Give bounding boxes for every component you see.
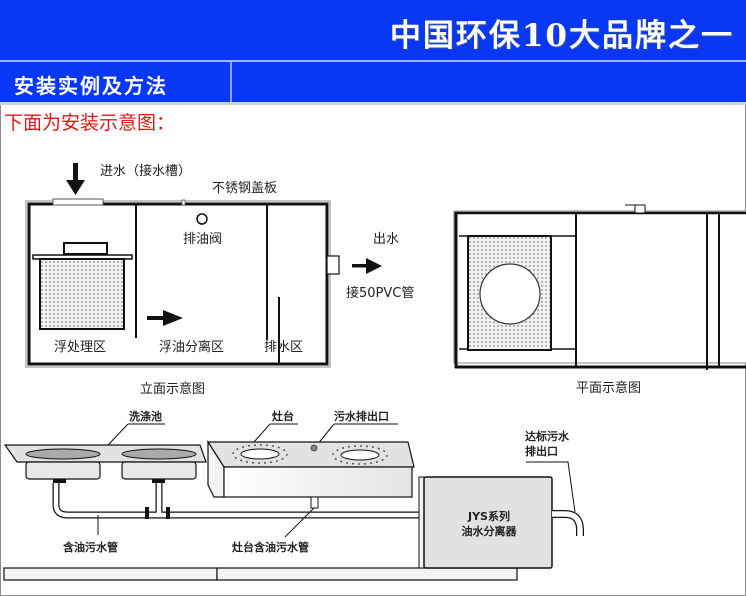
stove-side: [207, 439, 225, 498]
oil-valve-icon: [196, 213, 208, 225]
inlet-label: 进水（接水槽）: [100, 163, 191, 179]
stove-label: 灶台: [272, 409, 294, 423]
banner-title: 中国环保10大品牌之一: [389, 18, 734, 54]
section-cell: 安装实例及方法: [0, 62, 232, 102]
outlet-arrow-icon: [352, 258, 382, 274]
burner-1-icon: [232, 444, 288, 464]
sink-bowl-1: [25, 448, 101, 460]
floor-slab-left: [3, 567, 218, 581]
separator-label-2: 油水分离器: [462, 524, 518, 538]
sink-basin-2: [121, 461, 197, 480]
top-banner: 中国环保10大品牌之一: [0, 0, 746, 62]
inlet-opening: [52, 198, 104, 206]
sink-basin-1: [25, 461, 101, 480]
basket-handle: [63, 242, 108, 255]
sink-bowl-2: [121, 448, 197, 460]
discharge-label-2: 排出口: [525, 444, 558, 458]
section-title: 安装实例及方法: [14, 74, 168, 98]
outlet-nozzle: [326, 255, 340, 275]
zone-label-2: 浮油分离区: [159, 339, 224, 355]
zone-label-1: 浮处理区: [54, 340, 106, 355]
plan-basket-opening: [479, 263, 541, 325]
sink-label: 洗涤池: [129, 409, 162, 423]
elevation-view: 进水（接水槽） 不锈钢盖板 排油阀 浮处理区 浮油分离区 排水区 出水: [25, 163, 414, 397]
floor-slab-right: [216, 567, 518, 581]
stove-drain-icon: [310, 444, 318, 452]
pipe-label: 接50PVC管: [346, 285, 414, 301]
stove-top: [206, 441, 415, 468]
plan-view: 平面示意图: [453, 204, 746, 396]
plan-caption: 平面示意图: [576, 380, 641, 396]
zone-label-3: 排水区: [264, 340, 303, 355]
oil-water-separator: [423, 476, 553, 569]
elevation-caption: 立面示意图: [140, 381, 205, 397]
separator-label-1: JYS系列: [467, 509, 510, 523]
inlet-arrow-icon: [66, 163, 85, 195]
outlet-label: 出水: [373, 232, 399, 247]
sink-pipe-label: 含油污水管: [62, 540, 118, 554]
intro-text: 下面为安装示意图：: [4, 112, 176, 134]
filter-basket: [39, 258, 125, 330]
flow-arrow-icon: [147, 310, 183, 326]
plan-outlet: [634, 204, 646, 214]
stove-body: [223, 466, 413, 498]
kitchen-diagram: 洗涤池 含油污水管 灶台 污水排出口: [3, 409, 584, 581]
stove-pipe-label: 灶台含油污水管: [232, 540, 309, 554]
stove-outlet-label: 污水排出口: [334, 409, 389, 423]
discharge-label-1: 达标污水: [525, 429, 570, 443]
cover-joint: [181, 199, 186, 206]
oil-valve-label: 排油阀: [183, 232, 222, 247]
cover-label: 不锈钢盖板: [212, 181, 277, 196]
section-bar: 安装实例及方法: [0, 62, 746, 105]
burner-2-icon: [332, 445, 388, 465]
